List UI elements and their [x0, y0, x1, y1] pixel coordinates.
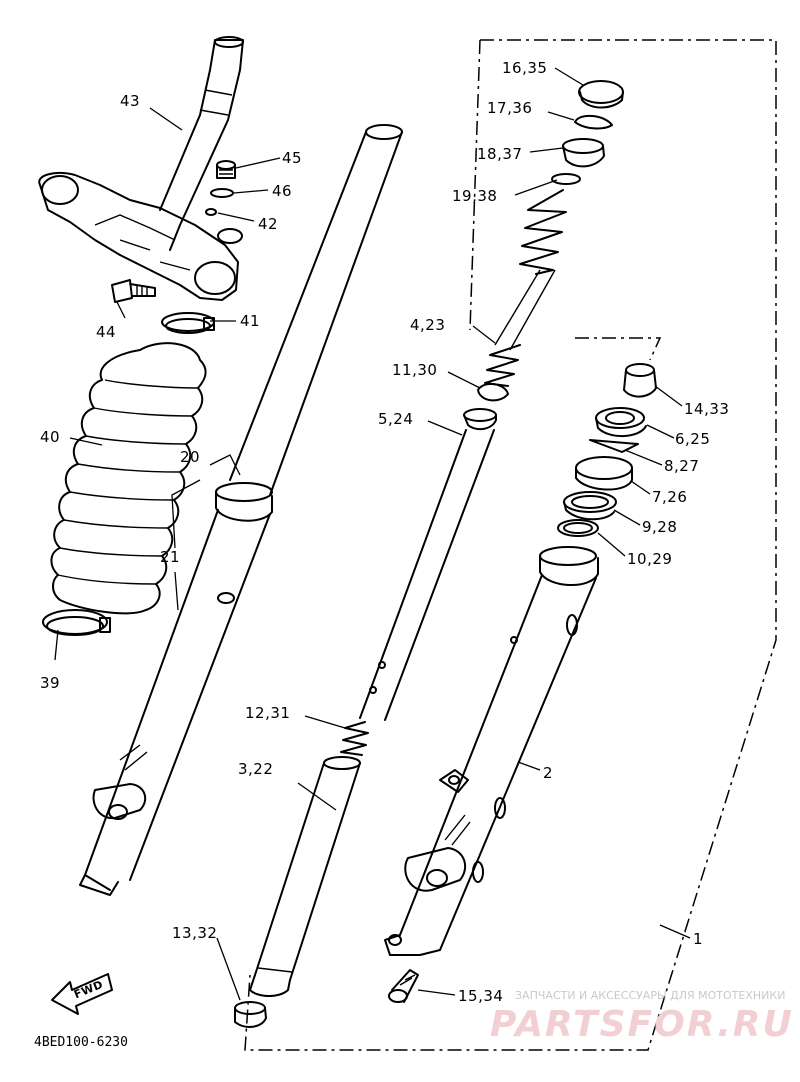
assembly-outline-inner [469, 39, 481, 331]
watermark-tagline: ЗАПЧАСТИ И АКСЕССУАРЫ ДЛЯ МОТОТЕХНИКИ [515, 989, 785, 1002]
under-bracket [38, 172, 239, 301]
small-ring-42 [205, 208, 217, 216]
damper-cylinder-3 [249, 756, 361, 997]
label-2: 2 [543, 764, 553, 782]
damper-rod-5 [359, 408, 497, 721]
label-14: 14,33 [684, 400, 729, 418]
clip-10 [557, 519, 599, 537]
rebound-spring-4 [484, 344, 521, 387]
label-17: 17,36 [487, 99, 532, 117]
label-9: 9,28 [642, 518, 677, 536]
spring-12 [340, 721, 369, 756]
label-40: 40 [40, 428, 60, 446]
bush-14 [623, 363, 657, 398]
clamp-39 [42, 609, 111, 636]
washer-8 [589, 439, 639, 453]
collar-18 [562, 138, 605, 168]
cap-16 [578, 80, 624, 109]
bush-13 [234, 1001, 267, 1028]
label-44: 44 [96, 323, 116, 341]
assembly-2-outline [575, 337, 662, 361]
bolt-15 [388, 969, 419, 1003]
piston-ring-11 [477, 382, 509, 402]
washer-46 [210, 188, 234, 198]
label-20: 20 [180, 448, 200, 466]
fwd-arrow-icon [51, 973, 113, 1015]
bush-7 [575, 456, 633, 491]
label-5: 5,24 [378, 410, 413, 428]
label-19: 19,38 [452, 187, 497, 205]
diagram-code: 4BED100-6230 [34, 1035, 128, 1050]
label-42: 42 [258, 215, 278, 233]
callout-labels: 43 45 46 42 44 41 40 39 20 21 16,35 17,3… [40, 59, 729, 1005]
label-46: 46 [272, 182, 292, 200]
leader-lines [54, 67, 691, 1001]
bolt-44 [111, 279, 156, 303]
label-10: 10,29 [627, 550, 672, 568]
circlip-17 [574, 114, 613, 130]
label-41: 41 [240, 312, 260, 330]
washer-19 [551, 173, 581, 185]
label-16: 16,35 [502, 59, 547, 77]
label-39: 39 [40, 674, 60, 692]
outer-tube-2 [384, 546, 599, 956]
label-3: 3,22 [238, 760, 273, 778]
label-6: 6,25 [675, 430, 710, 448]
oring-42 [217, 228, 243, 244]
clamp-41 [161, 312, 215, 334]
label-4: 4,23 [410, 316, 445, 334]
label-7: 7,26 [652, 488, 687, 506]
fork-boot-40 [50, 342, 207, 615]
label-18: 18,37 [477, 145, 522, 163]
label-21: 21 [160, 548, 180, 566]
label-15: 15,34 [458, 987, 503, 1005]
fwd-badge-text: FWD [72, 978, 105, 1001]
label-11: 11,30 [392, 361, 437, 379]
label-1: 1 [693, 930, 703, 948]
outer-tube-21 [79, 482, 273, 896]
label-43: 43 [120, 92, 140, 110]
inner-tube-20 [229, 124, 403, 496]
watermark-brand: PARTSFOR.RU [490, 1004, 794, 1045]
label-8: 8,27 [664, 457, 699, 475]
label-45: 45 [282, 149, 302, 167]
steering-stem [159, 36, 244, 251]
assembly-1-outline [244, 39, 777, 1051]
label-12: 12,31 [245, 704, 290, 722]
fork-spring [494, 189, 567, 351]
bolt-45 [216, 160, 236, 179]
label-13: 13,32 [172, 924, 217, 942]
oil-seal-6 [595, 407, 647, 437]
oil-seal-9 [563, 491, 617, 521]
